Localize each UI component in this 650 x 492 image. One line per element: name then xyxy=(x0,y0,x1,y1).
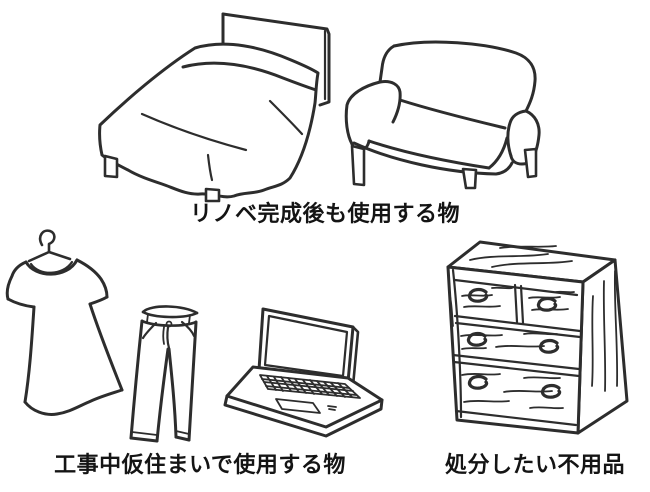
jeans-illustration xyxy=(129,305,199,443)
group-keep-label: リノベ完成後も使用する物 xyxy=(189,201,460,226)
sofa-illustration xyxy=(344,40,541,190)
laptop-illustration xyxy=(223,307,384,438)
group-temporary-label: 工事中仮住まいで使用する物 xyxy=(54,452,346,477)
chest-of-drawers-illustration xyxy=(446,240,629,435)
bed-illustration xyxy=(98,12,331,203)
dress-on-hanger-illustration xyxy=(5,229,124,416)
group-dispose-label: 処分したい不用品 xyxy=(444,452,625,477)
